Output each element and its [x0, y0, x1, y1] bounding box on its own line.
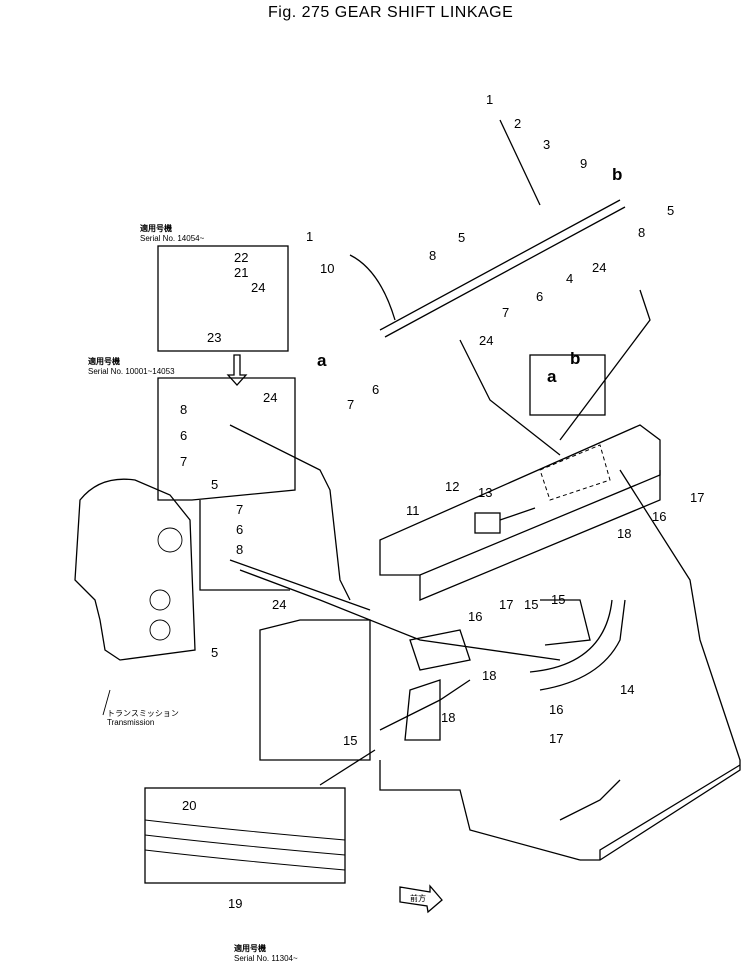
inset-bottom-jp: 適用号機	[234, 943, 266, 953]
part-callout: 8	[638, 225, 645, 240]
callout-arrow-inset	[319, 749, 376, 786]
part-callout: 7	[347, 397, 354, 412]
part-callout: 15	[551, 592, 565, 607]
part-callout: 6	[236, 522, 243, 537]
part-callout: 6	[536, 289, 543, 304]
inset-serial-14054	[157, 245, 289, 352]
transmission-jp: トランスミッション	[107, 709, 179, 718]
console-body	[229, 424, 741, 861]
part-callout: 4	[566, 271, 573, 286]
part-callout: 11	[406, 503, 420, 518]
shift-linkage	[229, 119, 651, 731]
part-callout: 1	[486, 92, 493, 107]
inset-top-serial: Serial No. 14054~	[140, 234, 205, 243]
transmission-housing	[74, 478, 196, 661]
part-callout: 19	[228, 896, 242, 911]
part-callout: 18	[482, 668, 496, 683]
view-marker-b: b	[612, 165, 622, 184]
part-callout: 7	[180, 454, 187, 469]
part-callout: 14	[620, 682, 634, 697]
part-callout: 17	[549, 731, 563, 746]
inset-bottom-serial: Serial No. 11304~	[234, 954, 298, 963]
part-callout: 12	[445, 479, 459, 494]
part-callout: 3	[543, 137, 550, 152]
transmission-en: Transmission	[107, 718, 154, 727]
part-callout: 24	[479, 333, 493, 348]
part-callout: 2	[514, 116, 521, 131]
part-callout: 1	[306, 229, 313, 244]
part-callout: 5	[211, 645, 218, 660]
part-callout: 22	[234, 250, 248, 265]
part-callout: 8	[429, 248, 436, 263]
part-callout: 18	[617, 526, 631, 541]
inset-top-jp: 適用号機	[140, 223, 172, 233]
part-callout: 17	[499, 597, 513, 612]
part-callout: 24	[263, 390, 277, 405]
part-callout: 16	[468, 609, 482, 624]
view-marker-a: a	[317, 351, 327, 370]
part-callout: 18	[441, 710, 455, 725]
part-callout: 15	[524, 597, 538, 612]
view-ab-box	[529, 354, 606, 416]
part-callout: 13	[478, 485, 492, 500]
part-callout: 5	[667, 203, 674, 218]
inset-mid-serial: Serial No. 10001~14053	[88, 367, 175, 376]
up-arrow-icon	[226, 354, 248, 386]
part-callout: 6	[372, 382, 379, 397]
inset-serial-10001	[157, 377, 296, 501]
part-callout: 21	[234, 265, 248, 280]
front-arrow-label: 前方	[410, 893, 426, 903]
front-arrow-icon	[399, 884, 443, 914]
part-callout: 24	[251, 280, 265, 295]
part-callout: 15	[343, 733, 357, 748]
part-callout: 17	[690, 490, 704, 505]
part-callout: 5	[211, 477, 218, 492]
part-callout: 6	[180, 428, 187, 443]
part-callout: 16	[652, 509, 666, 524]
part-callout: 23	[207, 330, 221, 345]
part-callout: 24	[592, 260, 606, 275]
part-callouts: 1239582446758110246722212423824675768245…	[180, 92, 704, 911]
part-callout: 5	[458, 230, 465, 245]
part-callout: 16	[549, 702, 563, 717]
part-callout: 10	[320, 261, 334, 276]
view-marker-a-box: a	[547, 367, 557, 386]
part-callout: 7	[236, 502, 243, 517]
inset-mid-jp: 適用号機	[88, 356, 120, 366]
part-callout: 9	[580, 156, 587, 171]
figure-title: Fig. 275 GEAR SHIFT LINKAGE	[268, 4, 513, 21]
part-callout: 8	[236, 542, 243, 557]
inset-serial-11304	[144, 787, 346, 884]
part-callout: 24	[272, 597, 286, 612]
part-callout: 7	[502, 305, 509, 320]
part-callout: 8	[180, 402, 187, 417]
part-callout: 20	[182, 798, 196, 813]
view-marker-b-box: b	[570, 349, 580, 368]
